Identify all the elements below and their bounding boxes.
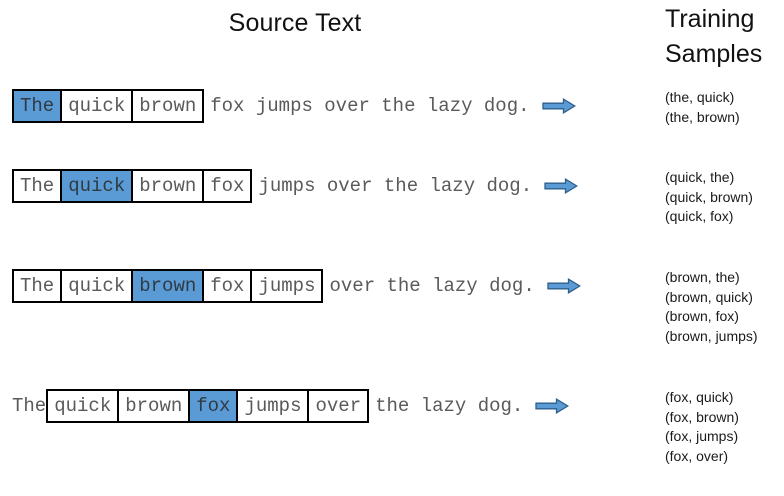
row-2-tail-text: jumps over the lazy dog. — [258, 175, 533, 197]
training-sample-pair: (quick, brown) — [665, 188, 753, 205]
training-sample-pair: (brown, quick) — [665, 288, 753, 305]
training-sample-pair: (brown, fox) — [665, 308, 739, 324]
row-1-tail-text: fox jumps over the lazy dog. — [210, 95, 530, 117]
training-samples-group-4: (fox, quick) (fox, brown) (fox, jumps) (fox… — [665, 388, 739, 466]
training-sample-pair: (the, quick) — [665, 89, 735, 105]
token-box-context-word[interactable]: quick — [48, 391, 120, 421]
training-sample-pair: (fox, brown) — [665, 408, 739, 425]
token-box-context-word[interactable]: brown — [119, 391, 191, 421]
token-box-center-word[interactable]: The — [14, 91, 63, 121]
token-box-context-word[interactable]: quick — [62, 91, 134, 121]
training-sample-pair: (fox, quick) — [665, 389, 734, 405]
token-box-context-word[interactable]: over — [309, 391, 368, 421]
training-sample-pair: (brown, jumps) — [665, 327, 758, 344]
page-title-source-text: Source Text — [228, 9, 362, 37]
token-box-context-word[interactable]: jumps — [238, 391, 310, 421]
token-box-context-word[interactable]: brown — [133, 171, 205, 201]
token-box-context-word[interactable]: The — [14, 171, 63, 201]
right-block-arrow-icon — [544, 178, 579, 194]
token-box-center-word[interactable]: brown — [133, 271, 205, 301]
training-samples-line-2: Samples — [665, 40, 763, 68]
token-box-context-word[interactable]: quick — [62, 271, 134, 301]
right-block-arrow-icon — [535, 398, 570, 414]
token-box-context-word[interactable]: fox — [204, 171, 251, 201]
token-box-context-word[interactable]: The — [14, 271, 63, 301]
token-box-center-word[interactable]: fox — [190, 391, 239, 421]
token-box-context-word[interactable]: jumps — [252, 271, 322, 301]
training-samples-group-1: (the, quick) (the, brown) — [665, 88, 740, 127]
right-block-arrow-icon — [541, 98, 576, 114]
page-title-training-samples: Training Samples — [665, 2, 762, 72]
training-sample-pair: (fox, over) — [665, 447, 729, 464]
training-sample-pair: (fox, jumps) — [665, 428, 739, 444]
training-samples-group-2: (quick, the) (quick, brown) (quick, fox) — [665, 168, 753, 227]
training-sample-pair: (brown, the) — [665, 269, 740, 285]
token-box-center-word[interactable]: quick — [62, 171, 134, 201]
training-samples-group-3: (brown, the) (brown, quick) (brown, fox) (b… — [665, 268, 758, 346]
training-samples-line-1: Training — [665, 5, 755, 33]
row-4-tail-text: the lazy dog. — [375, 395, 524, 417]
token-box-context-word[interactable]: fox — [204, 271, 253, 301]
right-block-arrow-icon — [547, 278, 581, 294]
token-box-context-word[interactable]: brown — [133, 91, 203, 121]
training-sample-pair: (the, brown) — [665, 108, 740, 125]
training-sample-pair: (quick, the) — [665, 169, 735, 185]
row-4-lead-text: The — [12, 395, 47, 417]
row-3-tail-text: over the lazy dog. — [329, 275, 535, 297]
training-sample-pair: (quick, fox) — [665, 208, 734, 224]
